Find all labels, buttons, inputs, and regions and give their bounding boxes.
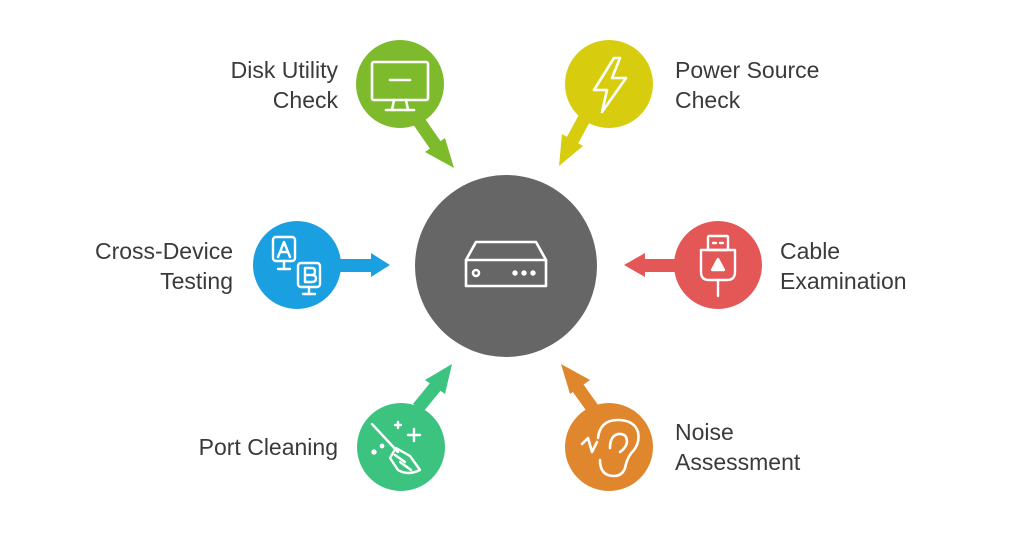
ab-devices-icon bbox=[271, 235, 322, 296]
arrow-power-source bbox=[559, 115, 590, 166]
monitor-icon bbox=[370, 60, 430, 112]
arrow-cable-examination bbox=[624, 253, 678, 277]
disk-utility-node bbox=[356, 40, 444, 128]
lightning-bolt-icon bbox=[592, 56, 628, 114]
label-cross-device-testing: Cross-Device Testing bbox=[94, 238, 233, 294]
label-port-cleaning: Port Cleaning bbox=[198, 434, 338, 460]
label-noise-assessment: Noise Assessment bbox=[675, 419, 801, 475]
port-cleaning-node bbox=[357, 403, 445, 491]
center-node bbox=[415, 175, 597, 357]
hard-drive-icon bbox=[464, 240, 548, 288]
power-source-node bbox=[565, 40, 653, 128]
ear-icon bbox=[580, 418, 640, 478]
arrow-disk-utility bbox=[412, 116, 454, 168]
arrow-port-cleaning bbox=[412, 364, 452, 413]
label-disk-utility-check: Disk Utility Check bbox=[230, 57, 338, 113]
arrow-cross-device bbox=[330, 253, 390, 277]
label-cable-examination: Cable Examination bbox=[780, 238, 907, 294]
broom-sparkle-icon bbox=[370, 420, 422, 475]
label-power-source-check: Power Source Check bbox=[675, 57, 820, 113]
usb-cable-icon bbox=[699, 234, 737, 298]
